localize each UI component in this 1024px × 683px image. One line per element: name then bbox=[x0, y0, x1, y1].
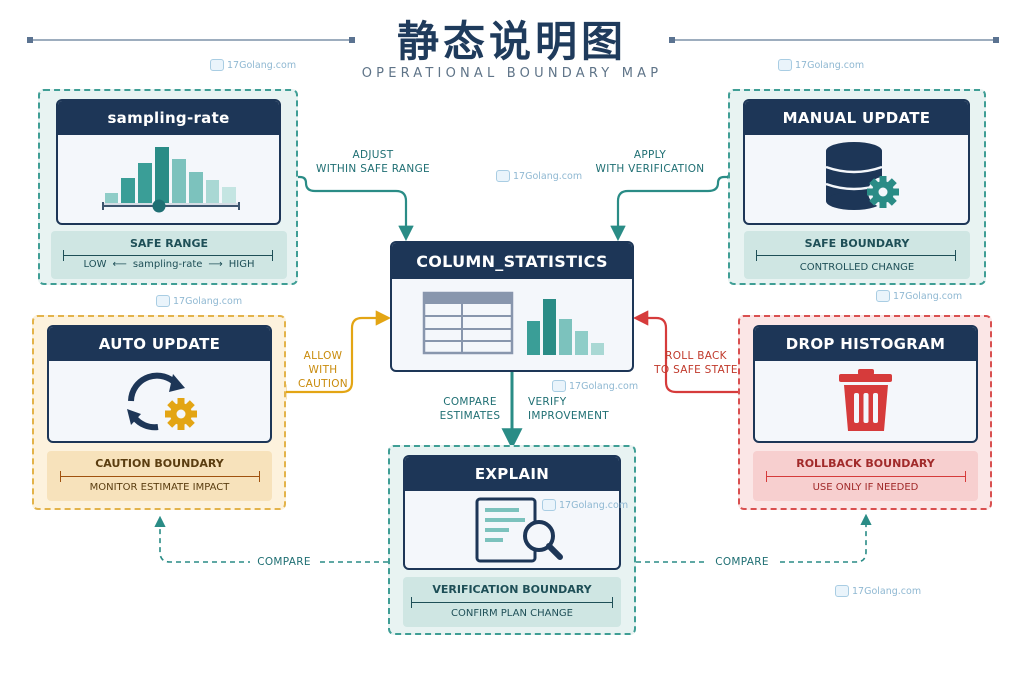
rollback-boundary-label: ROLLBACK BOUNDARY bbox=[796, 457, 935, 470]
watermark-4: 17Golang.com bbox=[156, 295, 242, 307]
watermark-logo-icon bbox=[778, 59, 792, 71]
confirm-plan-label: CONFIRM PLAN CHANGE bbox=[450, 608, 573, 619]
watermark-1: 17Golang.com bbox=[210, 59, 296, 71]
auto-update-title: AUTO UPDATE bbox=[49, 327, 270, 361]
edge-compare-estimates-line2: ESTIMATES bbox=[439, 410, 501, 422]
edge-verify-line1: VERIFY bbox=[528, 396, 567, 408]
safe-boundary-label: SAFE BOUNDARY bbox=[804, 237, 910, 250]
histogram-slider-icon bbox=[102, 147, 240, 213]
watermark-3: 17Golang.com bbox=[496, 170, 582, 182]
safe-range-label: SAFE RANGE bbox=[129, 237, 209, 250]
column-statistics-title: COLUMN_STATISTICS bbox=[392, 243, 632, 279]
edge-adjust-line2: WITHIN SAFE RANGE bbox=[316, 163, 430, 175]
auto-update-card[interactable]: AUTO UPDATE bbox=[47, 325, 272, 443]
verification-boundary-label: VERIFICATION BOUNDARY bbox=[432, 583, 592, 596]
edge-compare-left-label: COMPARE bbox=[250, 555, 318, 569]
watermark-logo-icon bbox=[552, 380, 566, 392]
explain-card[interactable]: EXPLAIN bbox=[403, 455, 621, 570]
watermark-logo-icon bbox=[496, 170, 510, 182]
edge-allow bbox=[270, 310, 392, 400]
header-rule-right bbox=[669, 37, 999, 43]
header-rule-left bbox=[27, 37, 355, 43]
edge-compare-left bbox=[154, 515, 388, 563]
sampling-rate-card[interactable]: sampling-rate bbox=[56, 99, 281, 225]
edge-apply-line1: APPLY bbox=[633, 149, 667, 161]
caution-boundary-label: CAUTION BOUNDARY bbox=[95, 457, 224, 470]
edge-apply-label: APPLY WITH VERIFICATION bbox=[590, 148, 710, 176]
manual-update-card[interactable]: MANUAL UPDATE bbox=[743, 99, 970, 225]
edge-allow-label: ALLOW WITH CAUTION bbox=[288, 349, 358, 391]
manual-update-title: MANUAL UPDATE bbox=[745, 101, 968, 135]
rollback-boundary-line bbox=[766, 471, 966, 482]
monitor-impact-label: MONITOR ESTIMATE IMPACT bbox=[89, 482, 230, 493]
edge-adjust-label: ADJUST WITHIN SAFE RANGE bbox=[310, 148, 436, 176]
edge-rollback-line2: TO SAFE STATE bbox=[654, 364, 738, 376]
watermark-logo-icon bbox=[542, 499, 556, 511]
edge-verify-line2: IMPROVEMENT bbox=[528, 410, 609, 422]
safe-boundary-panel: SAFE BOUNDARY CONTROLLED CHANGE bbox=[744, 231, 970, 279]
safe-range-line bbox=[63, 250, 273, 261]
range-high-label: HIGH bbox=[228, 259, 255, 270]
edge-compare-right-label: COMPARE bbox=[708, 555, 776, 569]
verification-boundary-panel: VERIFICATION BOUNDARY CONFIRM PLAN CHANG… bbox=[403, 577, 621, 627]
column-statistics-card[interactable]: COLUMN_STATISTICS bbox=[390, 241, 634, 372]
range-low-label: LOW bbox=[83, 259, 107, 270]
watermark-logo-icon bbox=[156, 295, 170, 307]
edge-adjust-line1: ADJUST bbox=[352, 149, 394, 161]
edge-rollback-label: ROLL BACK TO SAFE STATE bbox=[652, 349, 740, 377]
explain-title: EXPLAIN bbox=[405, 457, 619, 491]
database-gear-icon bbox=[825, 142, 899, 210]
caution-boundary-line bbox=[60, 471, 260, 482]
safe-boundary-line bbox=[756, 250, 956, 261]
watermark-logo-icon bbox=[835, 585, 849, 597]
sampling-rate-title: sampling-rate bbox=[58, 101, 279, 135]
watermark-2: 17Golang.com bbox=[778, 59, 864, 71]
left-arrow-icon: ⟵ bbox=[112, 259, 127, 270]
trash-icon bbox=[839, 369, 892, 431]
watermark-logo-icon bbox=[876, 290, 890, 302]
table-chart-icon bbox=[422, 291, 604, 355]
drop-histogram-title: DROP HISTOGRAM bbox=[755, 327, 976, 361]
watermark-6: 17Golang.com bbox=[552, 380, 638, 392]
document-search-icon bbox=[475, 497, 563, 563]
controlled-change-label: CONTROLLED CHANGE bbox=[799, 262, 915, 273]
rollback-boundary-panel: ROLLBACK BOUNDARY USE ONLY IF NEEDED bbox=[753, 451, 978, 501]
edge-allow-line2: WITH CAUTION bbox=[298, 364, 348, 390]
refresh-gear-icon bbox=[127, 372, 197, 431]
edge-allow-line1: ALLOW bbox=[303, 350, 343, 362]
caution-boundary-panel: CAUTION BOUNDARY MONITOR ESTIMATE IMPACT bbox=[47, 451, 272, 501]
watermark-7: 17Golang.com bbox=[542, 499, 628, 511]
edge-rollback bbox=[632, 310, 756, 400]
edge-verify-label: VERIFY IMPROVEMENT bbox=[528, 395, 610, 423]
edge-compare-estimates-line1: COMPARE bbox=[443, 396, 497, 408]
edge-apply bbox=[610, 175, 742, 242]
drop-histogram-card[interactable]: DROP HISTOGRAM bbox=[753, 325, 978, 443]
range-mid-label: sampling-rate bbox=[132, 259, 203, 270]
edge-adjust bbox=[281, 175, 414, 242]
safe-range-panel: SAFE RANGE LOW ⟵ sampling-rate ⟶ HIGH bbox=[51, 231, 287, 279]
page-subtitle: OPERATIONAL BOUNDARY MAP bbox=[361, 66, 663, 81]
edge-compare-right bbox=[636, 513, 872, 563]
watermark-logo-icon bbox=[210, 59, 224, 71]
edge-compare-estimates-label: COMPARE ESTIMATES bbox=[438, 395, 502, 423]
edge-rollback-line1: ROLL BACK bbox=[665, 350, 727, 362]
edge-apply-line2: WITH VERIFICATION bbox=[595, 163, 705, 175]
use-if-needed-label: USE ONLY IF NEEDED bbox=[812, 482, 919, 493]
watermark-5: 17Golang.com bbox=[876, 290, 962, 302]
watermark-8: 17Golang.com bbox=[835, 585, 921, 597]
page-title: 静态说明图 bbox=[396, 17, 627, 66]
verification-boundary-line bbox=[411, 597, 613, 608]
right-arrow-icon: ⟶ bbox=[208, 259, 223, 270]
